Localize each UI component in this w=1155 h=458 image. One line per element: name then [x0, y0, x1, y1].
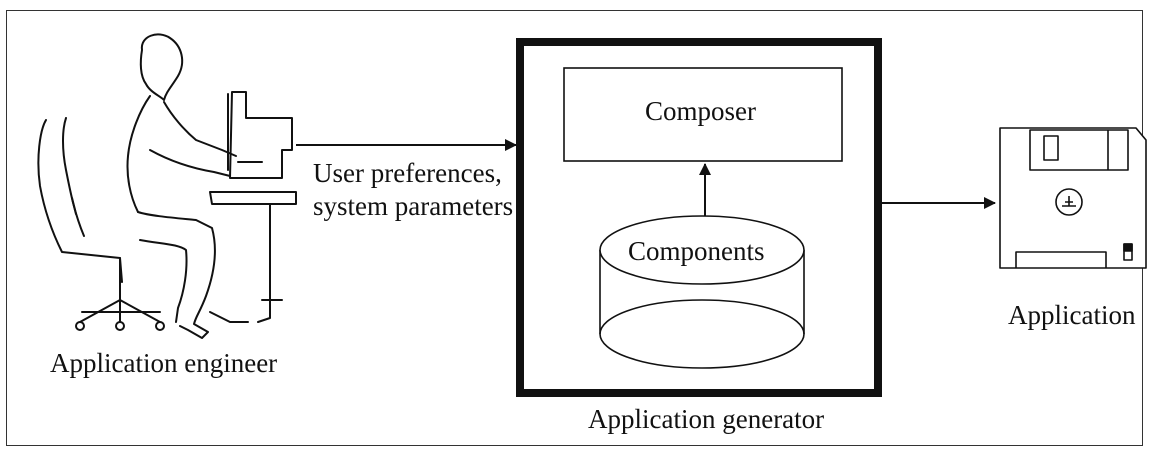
composer-label: Composer [645, 96, 756, 126]
person-at-computer-icon [37, 33, 297, 339]
application-generator-box [516, 38, 882, 397]
input-label-line2: system parameters [313, 191, 514, 221]
components-database-icon [599, 215, 805, 369]
composer-box [563, 67, 843, 162]
input-label-line1: User preferences, [313, 158, 502, 188]
output-label: Application [1008, 300, 1136, 330]
engineer-label: Application engineer [50, 348, 278, 378]
floppy-disk-icon [999, 127, 1147, 269]
components-label: Components [628, 236, 765, 266]
generator-label: Application generator [588, 404, 825, 434]
